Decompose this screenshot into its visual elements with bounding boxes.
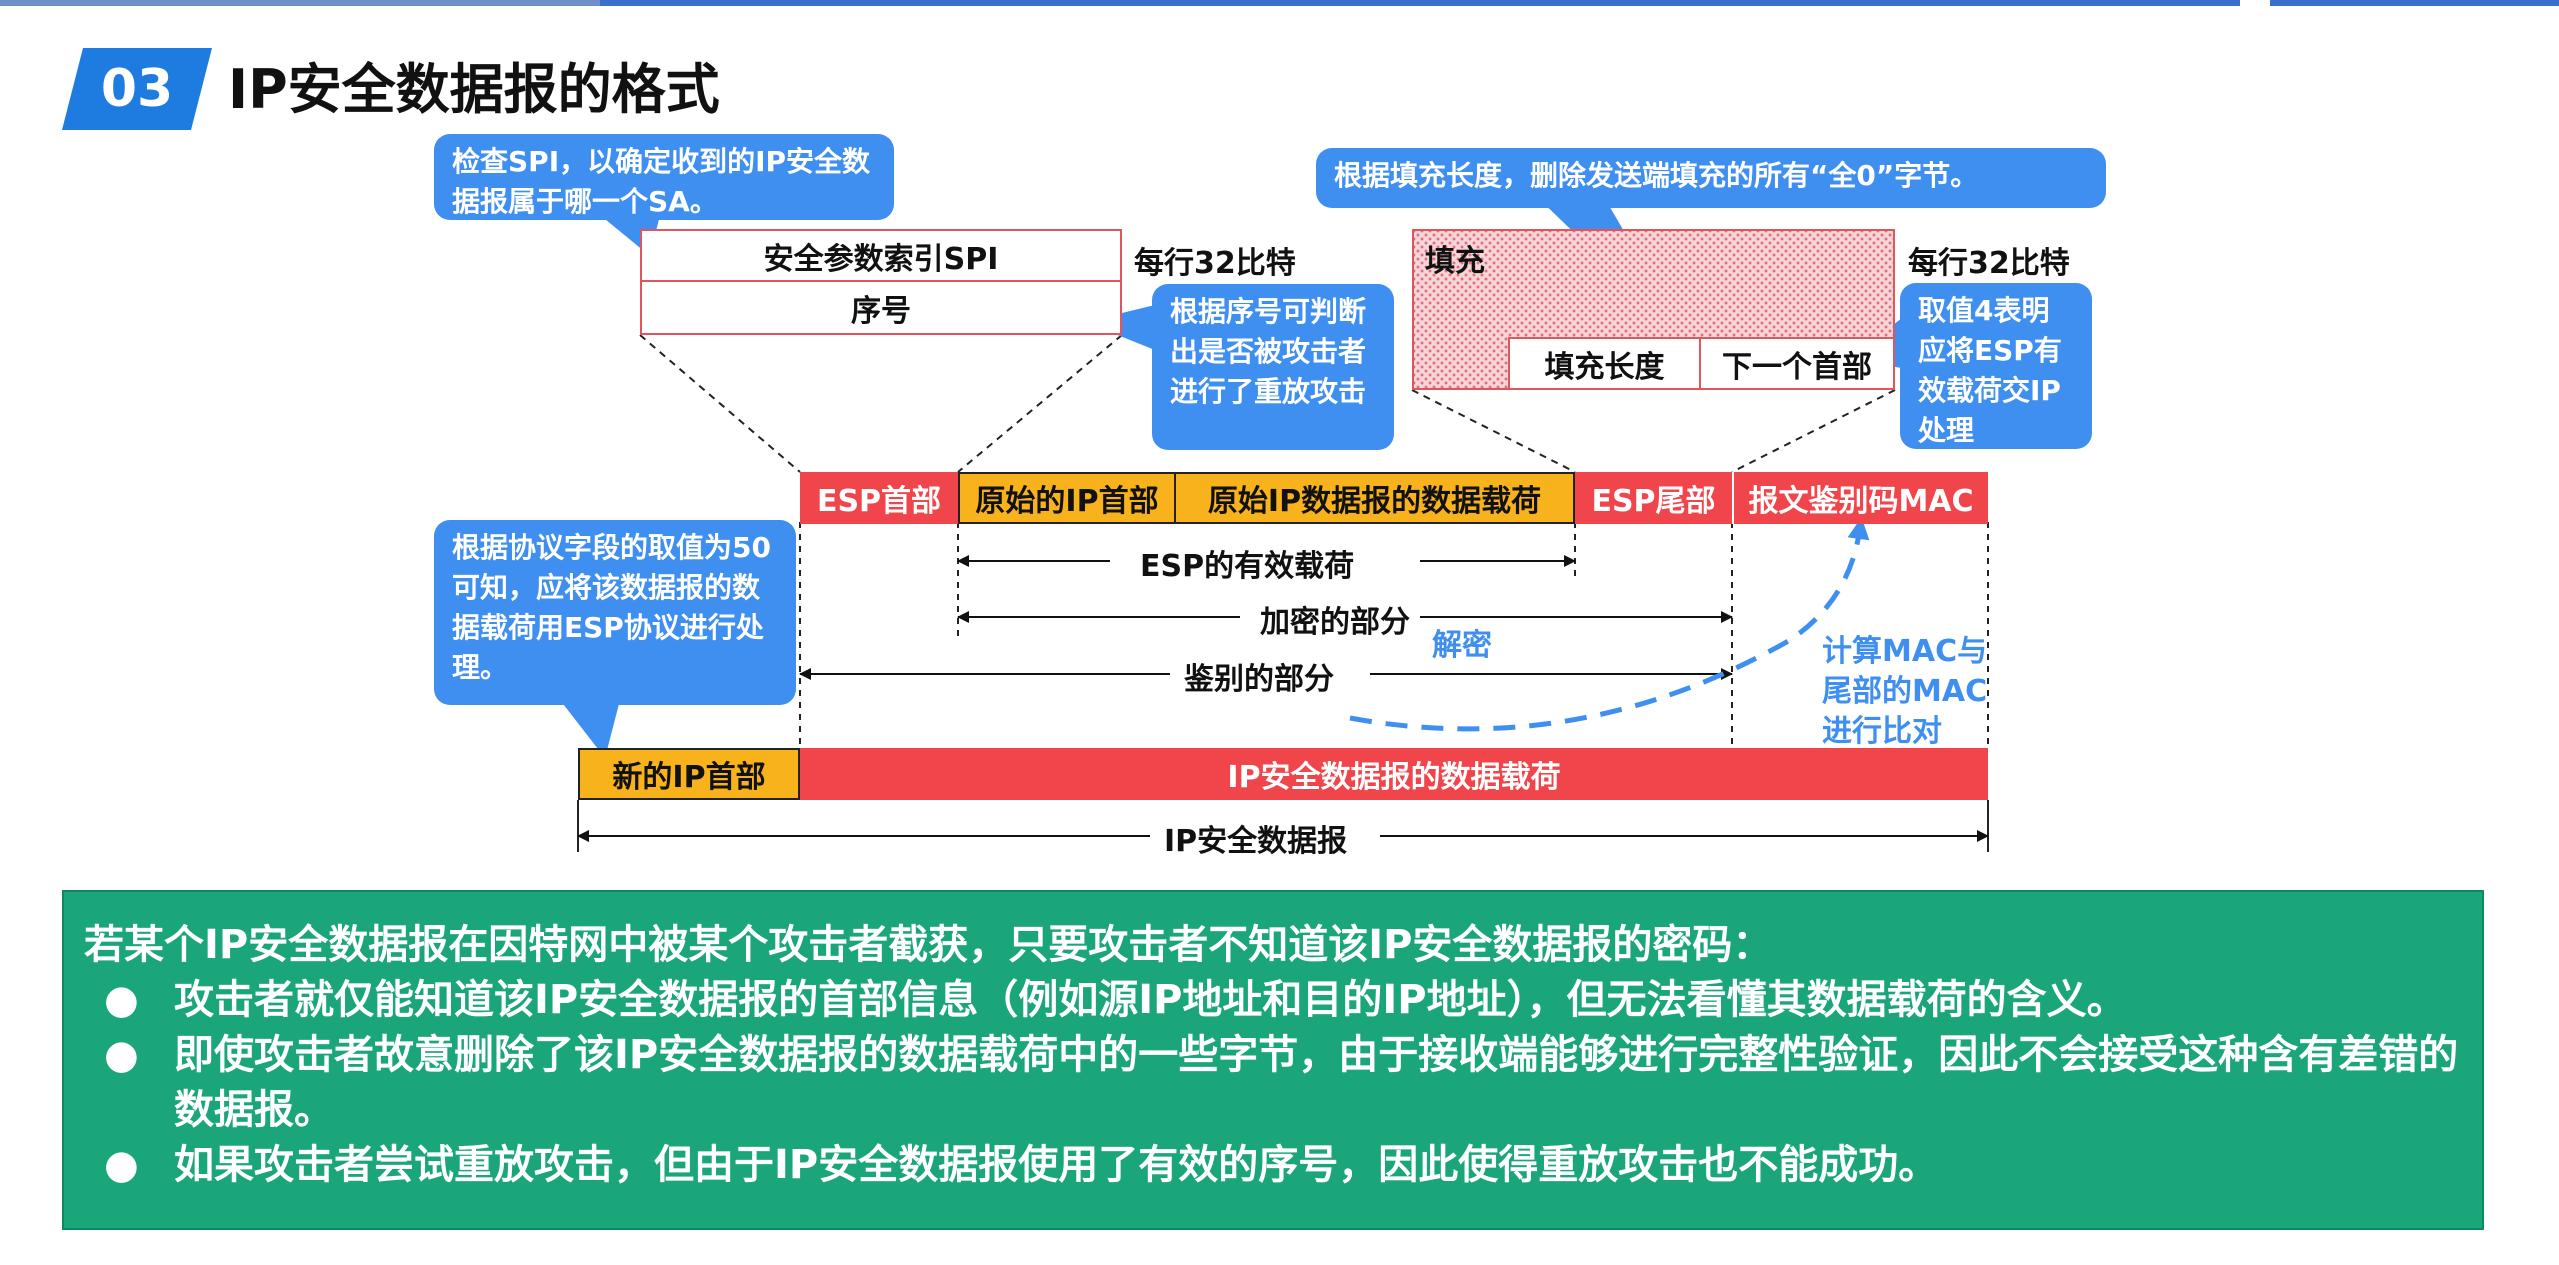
sequence-field: 序号 [640,282,1122,335]
mac-compare-arrow [1349,517,1870,732]
ipsec-payload-block: IP安全数据报的数据载荷 [800,748,1988,800]
new-ip-header-block: 新的IP首部 [578,748,800,800]
summary-bullet-text: 如果攻击者尝试重放攻击，但由于IP安全数据报使用了有效的序号，因此使得重放攻击也… [174,1142,1939,1188]
esp-header-block: ESP首部 [800,472,958,524]
top-bar [0,0,2559,6]
mac-compare-label-1: 计算MAC与 [1822,634,1988,669]
esp-trailer-guide-left [1411,389,1576,473]
encrypted-span-label: 加密的部分 [1250,597,1420,641]
trailer-bits-note: 每行32比特 [1908,246,2070,281]
bullet-icon: ● [104,1142,139,1188]
callout-next-header: 取值4表明应将ESP有效载荷交IP处理 [1900,283,2092,449]
top-bar-gap [2240,0,2270,6]
datagram-span-label: IP安全数据报 [1154,816,1358,860]
bullet-icon: ● [104,977,139,1023]
callout-spi-check: 检查SPI，以确定收到的IP安全数据报属于哪一个SA。 [434,134,894,220]
summary-box: 若某个IP安全数据报在因特网中被某个攻击者截获，只要攻击者不知道该IP安全数据报… [62,890,2484,1230]
summary-bullet-text: 即使攻击者故意删除了该IP安全数据报的数据载荷中的一些字节，由于接收端能够进行完… [174,1032,2459,1133]
header-bits-note: 每行32比特 [1134,246,1296,281]
summary-bullet-2: ● 即使攻击者故意删除了该IP安全数据报的数据载荷中的一些字节，由于接收端能够进… [84,1028,2462,1138]
callout-tail-protocol [560,700,620,758]
mac-compare-label-3: 进行比对 [1822,714,1942,749]
decrypt-label: 解密 [1432,628,1492,663]
summary-bullet-text: 攻击者就仅能知道该IP安全数据报的首部信息（例如源IP地址和目的IP地址），但无… [174,977,2127,1023]
page-title: IP安全数据报的格式 [228,58,720,121]
esp-header-guide-right [957,334,1123,473]
pad-length-field: 填充长度 [1508,337,1701,390]
esp-header-guide-left [639,334,801,473]
esp-trailer-guide-right [1731,389,1896,473]
callout-protocol-field: 根据协议字段的取值为50可知，应将该数据报的数据载荷用ESP协议进行处理。 [434,520,796,705]
esp-payload-span-label: ESP的有效载荷 [1130,541,1365,585]
padding-label: 填充 [1425,244,1485,279]
orig-ip-header-block: 原始的IP首部 [958,472,1176,524]
esp-trailer-block: ESP尾部 [1575,472,1732,524]
mac-compare-label-2: 尾部的MAC [1822,674,1988,709]
orig-payload-block: 原始IP数据报的数据载荷 [1176,472,1575,524]
mac-block: 报文鉴别码MAC [1732,472,1988,524]
callout-padding-remove: 根据填充长度，删除发送端填充的所有“全0”字节。 [1316,148,2106,208]
top-bar-left-segment [0,0,600,6]
section-number: 03 [62,48,212,130]
summary-bullet-1: ● 攻击者就仅能知道该IP安全数据报的首部信息（例如源IP地址和目的IP地址），… [84,973,2462,1028]
summary-lead: 若某个IP安全数据报在因特网中被某个攻击者截获，只要攻击者不知道该IP安全数据报… [84,922,1773,968]
next-header-field: 下一个首部 [1701,337,1895,390]
spi-field: 安全参数索引SPI [640,229,1122,282]
bullet-icon: ● [104,1032,139,1078]
callout-seq-check: 根据序号可判断出是否被攻击者进行了重放攻击 [1152,284,1394,450]
summary-bullet-3: ● 如果攻击者尝试重放攻击，但由于IP安全数据报使用了有效的序号，因此使得重放攻… [84,1138,2462,1193]
auth-span-label: 鉴别的部分 [1174,654,1344,698]
